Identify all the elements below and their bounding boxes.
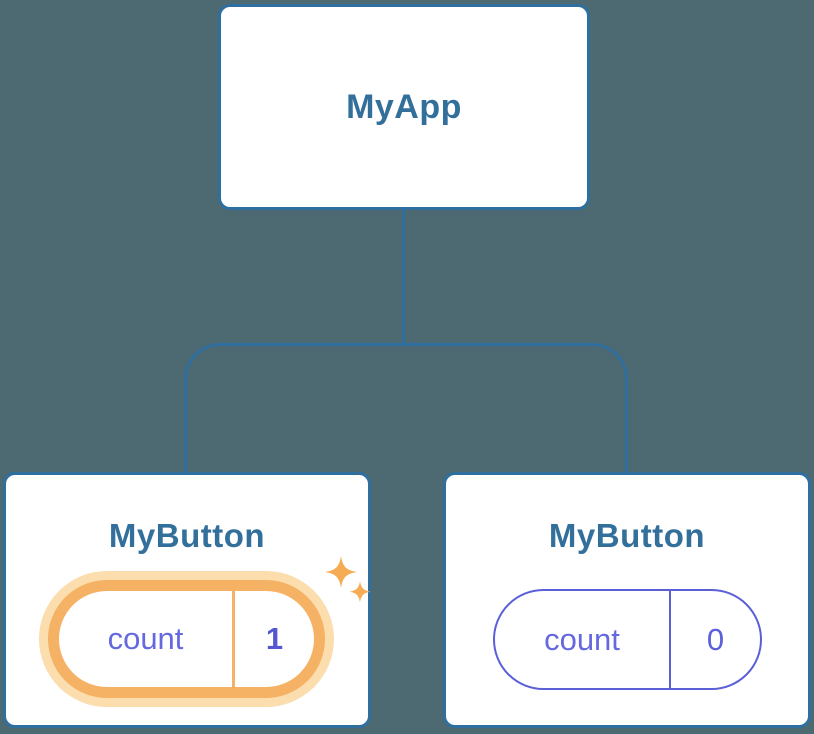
state-pill-divider: [232, 591, 235, 687]
connector-stem: [402, 208, 405, 346]
component-node-myapp: MyApp: [218, 4, 590, 210]
state-pill-highlighted: count 1: [48, 580, 325, 698]
node-title-myapp: MyApp: [346, 87, 462, 126]
component-node-mybutton-2: MyButton count 0: [443, 472, 811, 728]
component-node-mybutton-1: MyButton count 1: [3, 472, 371, 728]
state-pill-divider: [669, 591, 671, 688]
state-value: 1: [265, 621, 284, 656]
node-title-mybutton-1: MyButton: [108, 517, 266, 554]
connector-bracket: [184, 343, 628, 473]
node-title-mybutton-2: MyButton: [548, 517, 706, 554]
state-pill: count 0: [493, 589, 762, 690]
state-label: count: [544, 621, 620, 657]
sparkle-icon: [325, 556, 371, 603]
state-label: count: [107, 621, 184, 656]
state-value: 0: [706, 621, 725, 657]
